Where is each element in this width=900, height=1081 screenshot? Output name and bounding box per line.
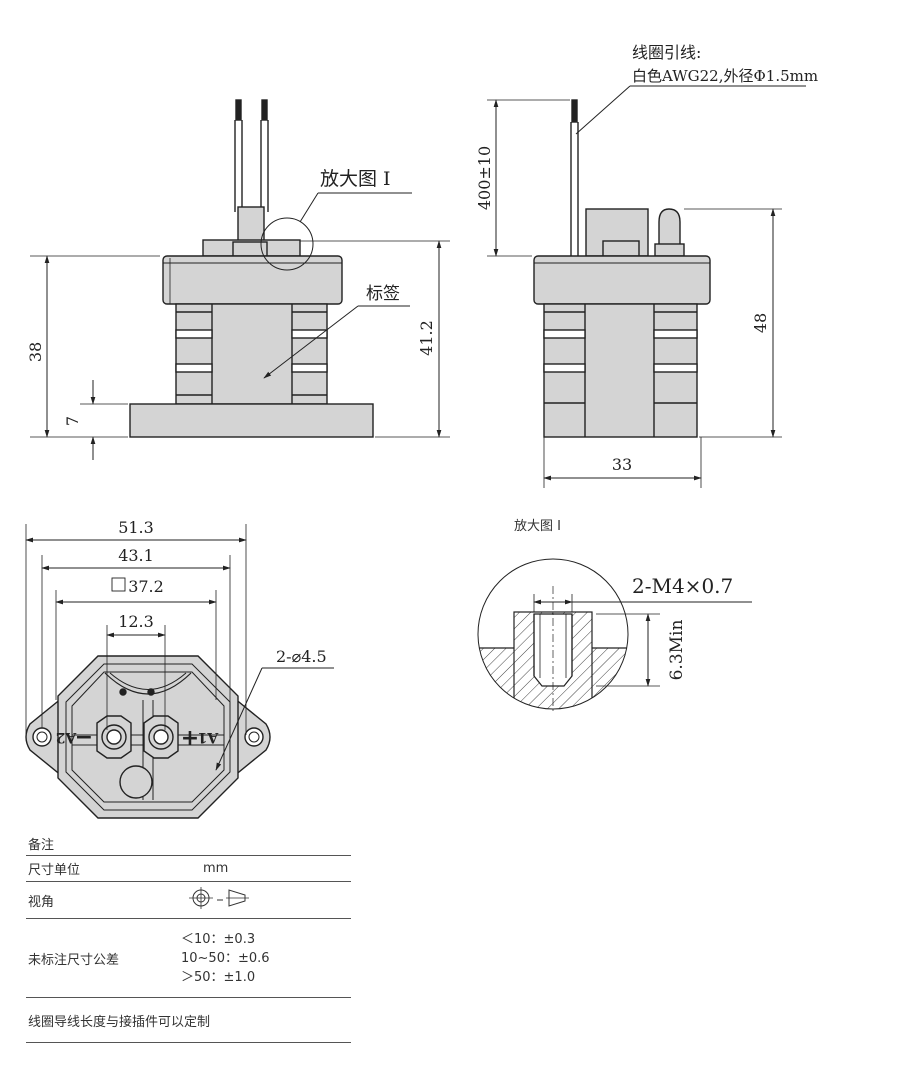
table-footer-row: 线圈导线长度与接插件可以定制 <box>26 998 351 1043</box>
dim-51-3: 51.3 <box>118 518 154 537</box>
dim-12-3: 12.3 <box>118 612 154 631</box>
dim-41-2: 41.2 <box>417 320 436 356</box>
detail-title: 放大图 I <box>514 519 561 534</box>
front-label-callout: 标签 <box>366 284 400 304</box>
minus-sign: − <box>75 725 93 750</box>
dim-hole-dia: 2-⌀4.5 <box>276 647 327 666</box>
detail-thread: 2-M4×0.7 <box>632 574 733 598</box>
dim-400: 400±10 <box>475 146 494 210</box>
detail-circle-marker <box>260 217 314 271</box>
relay-base <box>129 403 374 438</box>
detail-view <box>477 558 752 712</box>
dim-7: 7 <box>63 416 82 426</box>
front-detail-callout: 放大图 I <box>320 168 391 190</box>
lead-callout-line2: 白色AWG22,外径Φ1.5mm <box>632 67 818 85</box>
first-angle-projection-icon <box>189 887 249 909</box>
dim-38: 38 <box>26 342 45 362</box>
table-footer: 线圈导线长度与接插件可以定制 <box>28 1014 211 1030</box>
table-row-value: mm <box>203 861 229 876</box>
tolerance-values: ＜10：±0.3 10~50：±0.6 ＞50：±1.0 <box>173 930 351 987</box>
tolerance-label: 未标注尺寸公差 <box>28 952 120 968</box>
tolerance-line: ＜10：±0.3 <box>181 931 256 947</box>
mark-a1: A1 <box>198 729 220 745</box>
relay-body <box>175 303 328 405</box>
tolerance-line: ＞50：±1.0 <box>181 969 256 985</box>
front-view <box>30 99 450 460</box>
dim-43-1: 43.1 <box>118 546 154 565</box>
tolerance-line: 10~50：±0.6 <box>181 950 270 966</box>
lead-wires <box>234 99 269 212</box>
table-row: 尺寸单位 mm <box>26 856 351 882</box>
plus-sign: + <box>181 726 199 751</box>
notes-table: 备注 尺寸单位 mm 视角 未标注尺寸公差 ＜10：±0.3 10~50：±0.… <box>26 832 351 1043</box>
table-row: 视角 <box>26 882 351 919</box>
dim-37-2: 37.2 <box>128 577 164 596</box>
table-header-row: 备注 <box>26 832 351 856</box>
lead-callout-line1: 线圈引线: <box>632 43 701 62</box>
table-header: 备注 <box>28 838 55 853</box>
side-view <box>487 85 806 488</box>
detail-depth: 6.3Min <box>667 620 687 681</box>
table-row-label: 尺寸单位 <box>28 863 81 878</box>
dim-48: 48 <box>751 313 770 333</box>
bottom-view <box>25 524 334 819</box>
mark-a2: A2 <box>56 729 78 745</box>
table-row-tolerance: 未标注尺寸公差 ＜10：±0.3 10~50：±0.6 ＞50：±1.0 <box>26 919 351 998</box>
projection-symbol <box>173 886 351 914</box>
table-row-label: 视角 <box>28 894 55 910</box>
dim-33: 33 <box>612 455 632 474</box>
